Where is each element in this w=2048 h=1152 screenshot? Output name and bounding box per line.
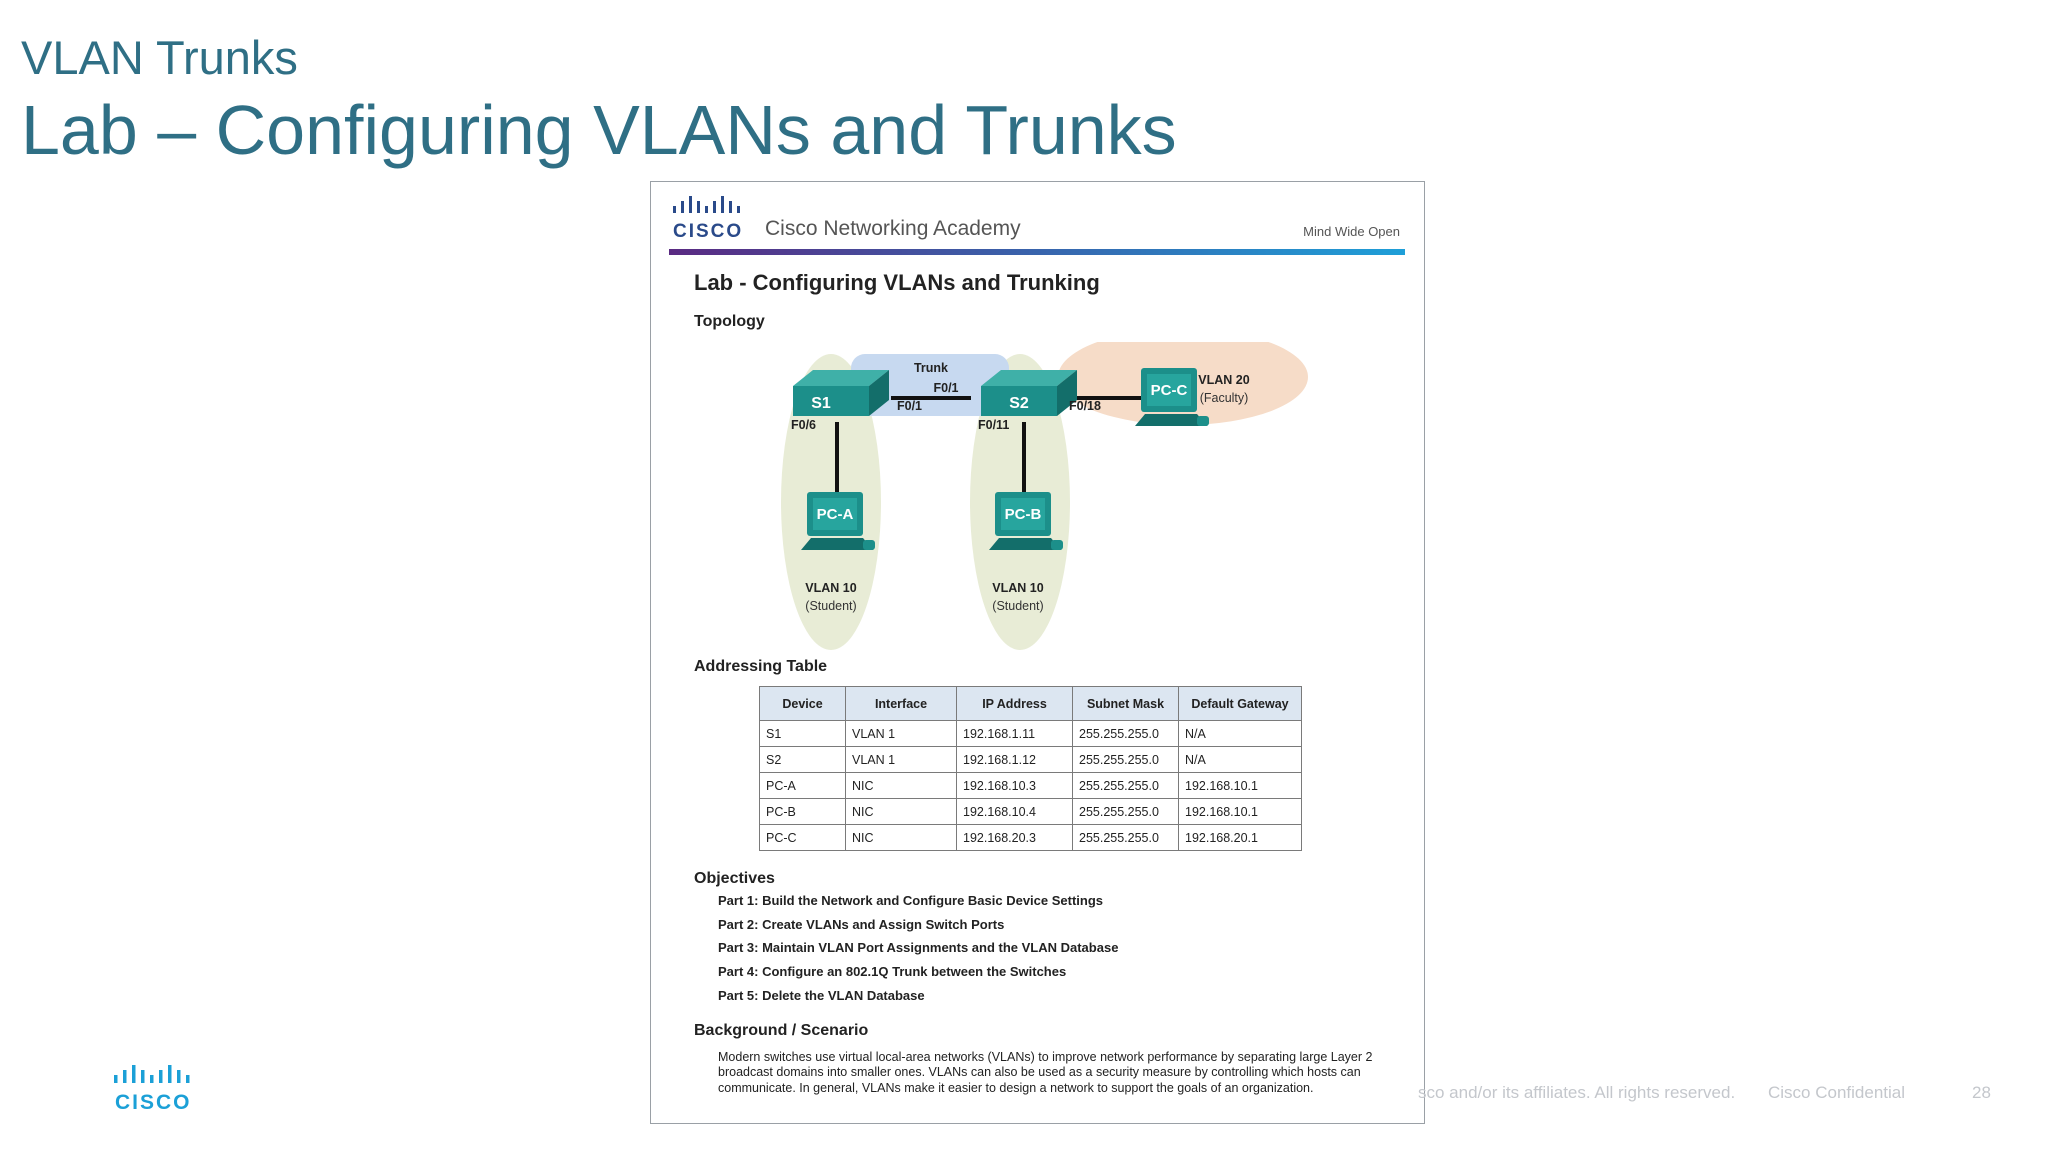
pc-c-label: PC-C [1151, 382, 1188, 399]
table-cell: 192.168.10.1 [1178, 798, 1302, 825]
col-ip: IP Address [956, 686, 1073, 721]
lab-title: Lab - Configuring VLANs and Trunking [694, 270, 1100, 295]
objectives-list: Part 1: Build the Network and Configure … [718, 893, 1118, 1011]
footer-cisco-logo: CISCO [114, 1065, 192, 1113]
vlan-a-role: (Student) [805, 599, 856, 613]
objectives-heading: Objectives [694, 870, 775, 887]
table-cell: 255.255.255.0 [1072, 798, 1179, 825]
port-s1-f06: F0/6 [791, 418, 816, 432]
table-row: PC-B NIC 192.168.10.4 255.255.255.0 192.… [759, 798, 1302, 825]
table-cell: N/A [1178, 720, 1302, 747]
addressing-table: Device Interface IP Address Subnet Mask … [759, 686, 1302, 851]
table-cell: 192.168.10.4 [956, 798, 1073, 825]
vlan-c-name: VLAN 20 [1198, 373, 1249, 387]
table-cell: 255.255.255.0 [1072, 720, 1179, 747]
footer-logo-text: CISCO [115, 1091, 192, 1113]
footer-copyright: sco and/or its affiliates. All rights re… [1418, 1083, 1736, 1102]
list-item: Part 5: Delete the VLAN Database [718, 987, 925, 1003]
table-row: PC-C NIC 192.168.20.3 255.255.255.0 192.… [759, 824, 1302, 851]
table-cell: S1 [759, 720, 846, 747]
table-cell: N/A [1178, 746, 1302, 773]
table-row: S1 VLAN 1 192.168.1.11 255.255.255.0 N/A [759, 720, 1302, 747]
list-item: Part 3: Maintain VLAN Port Assignments a… [718, 940, 1119, 956]
table-cell: PC-C [759, 824, 846, 851]
cisco-logo: CISCO [673, 196, 743, 242]
table-cell: 192.168.10.1 [1178, 772, 1302, 799]
topology-heading: Topology [694, 313, 765, 330]
cisco-logo-text: CISCO [673, 221, 743, 242]
header-rule [669, 249, 1405, 255]
table-cell: 192.168.10.3 [956, 772, 1073, 799]
trunk-label: Trunk [914, 361, 948, 375]
table-cell: S2 [759, 746, 846, 773]
col-gateway: Default Gateway [1178, 686, 1302, 721]
background-text: Modern switches use virtual local-area n… [718, 1050, 1373, 1095]
background-heading: Background / Scenario [694, 1022, 869, 1039]
vlan-a-name: VLAN 10 [805, 581, 856, 595]
table-cell: NIC [845, 772, 957, 799]
port-s2-f018: F0/18 [1069, 399, 1101, 413]
table-cell: 255.255.255.0 [1072, 772, 1179, 799]
vlan-b-role: (Student) [992, 599, 1043, 613]
slide-title: Lab – Configuring VLANs and Trunks [21, 91, 1177, 169]
list-item: Part 4: Configure an 802.1Q Trunk betwee… [718, 964, 1067, 980]
footer-confidential: Cisco Confidential [1768, 1083, 1906, 1102]
col-interface: Interface [845, 686, 957, 721]
port-s2-f01: F0/1 [933, 381, 958, 395]
switch-s2: S2 [981, 370, 1077, 416]
topology-diagram: S1 S2 PC-A PC-B [781, 342, 1308, 650]
table-cell: VLAN 1 [845, 720, 957, 747]
table-cell: 192.168.1.11 [956, 720, 1073, 747]
pc-b-label: PC-B [1005, 506, 1042, 523]
col-device: Device [759, 686, 846, 721]
page-number: 28 [1972, 1083, 1991, 1102]
vlan-c-role: (Faculty) [1200, 391, 1249, 405]
table-row: S2 VLAN 1 192.168.1.12 255.255.255.0 N/A [759, 746, 1302, 773]
table-row: PC-A NIC 192.168.10.3 255.255.255.0 192.… [759, 772, 1302, 799]
list-item: Part 2: Create VLANs and Assign Switch P… [718, 916, 1005, 932]
pc-c: PC-C [1135, 368, 1209, 426]
switch-s1: S1 [793, 370, 889, 416]
table-cell: 255.255.255.0 [1072, 824, 1179, 851]
col-mask: Subnet Mask [1072, 686, 1179, 721]
tagline: Mind Wide Open [1303, 224, 1400, 239]
lab-document: CISCO Cisco Networking Academy Mind Wide… [650, 181, 1425, 1124]
pc-a: PC-A [801, 492, 875, 550]
port-s2-f011: F0/11 [978, 418, 1009, 432]
table-header-row: Device Interface IP Address Subnet Mask … [759, 686, 1302, 721]
table-cell: VLAN 1 [845, 746, 957, 773]
switch-s2-label: S2 [1009, 395, 1029, 412]
pc-a-label: PC-A [817, 506, 854, 523]
table-cell: 192.168.1.12 [956, 746, 1073, 773]
table-cell: NIC [845, 824, 957, 851]
addressing-heading: Addressing Table [694, 658, 828, 675]
pc-b: PC-B [989, 492, 1063, 550]
table-cell: 192.168.20.3 [956, 824, 1073, 851]
table-cell: PC-B [759, 798, 846, 825]
table-cell: PC-A [759, 772, 846, 799]
slide-subtitle: VLAN Trunks [21, 31, 298, 84]
trunk-zone [851, 354, 1009, 416]
switch-s1-label: S1 [811, 395, 831, 412]
port-s1-f01: F0/1 [897, 399, 922, 413]
table-cell: NIC [845, 798, 957, 825]
table-cell: 255.255.255.0 [1072, 746, 1179, 773]
list-item: Part 1: Build the Network and Configure … [718, 893, 1104, 908]
table-cell: 192.168.20.1 [1178, 824, 1302, 851]
academy-name: Cisco Networking Academy [765, 217, 1021, 240]
vlan-b-name: VLAN 10 [992, 581, 1043, 595]
